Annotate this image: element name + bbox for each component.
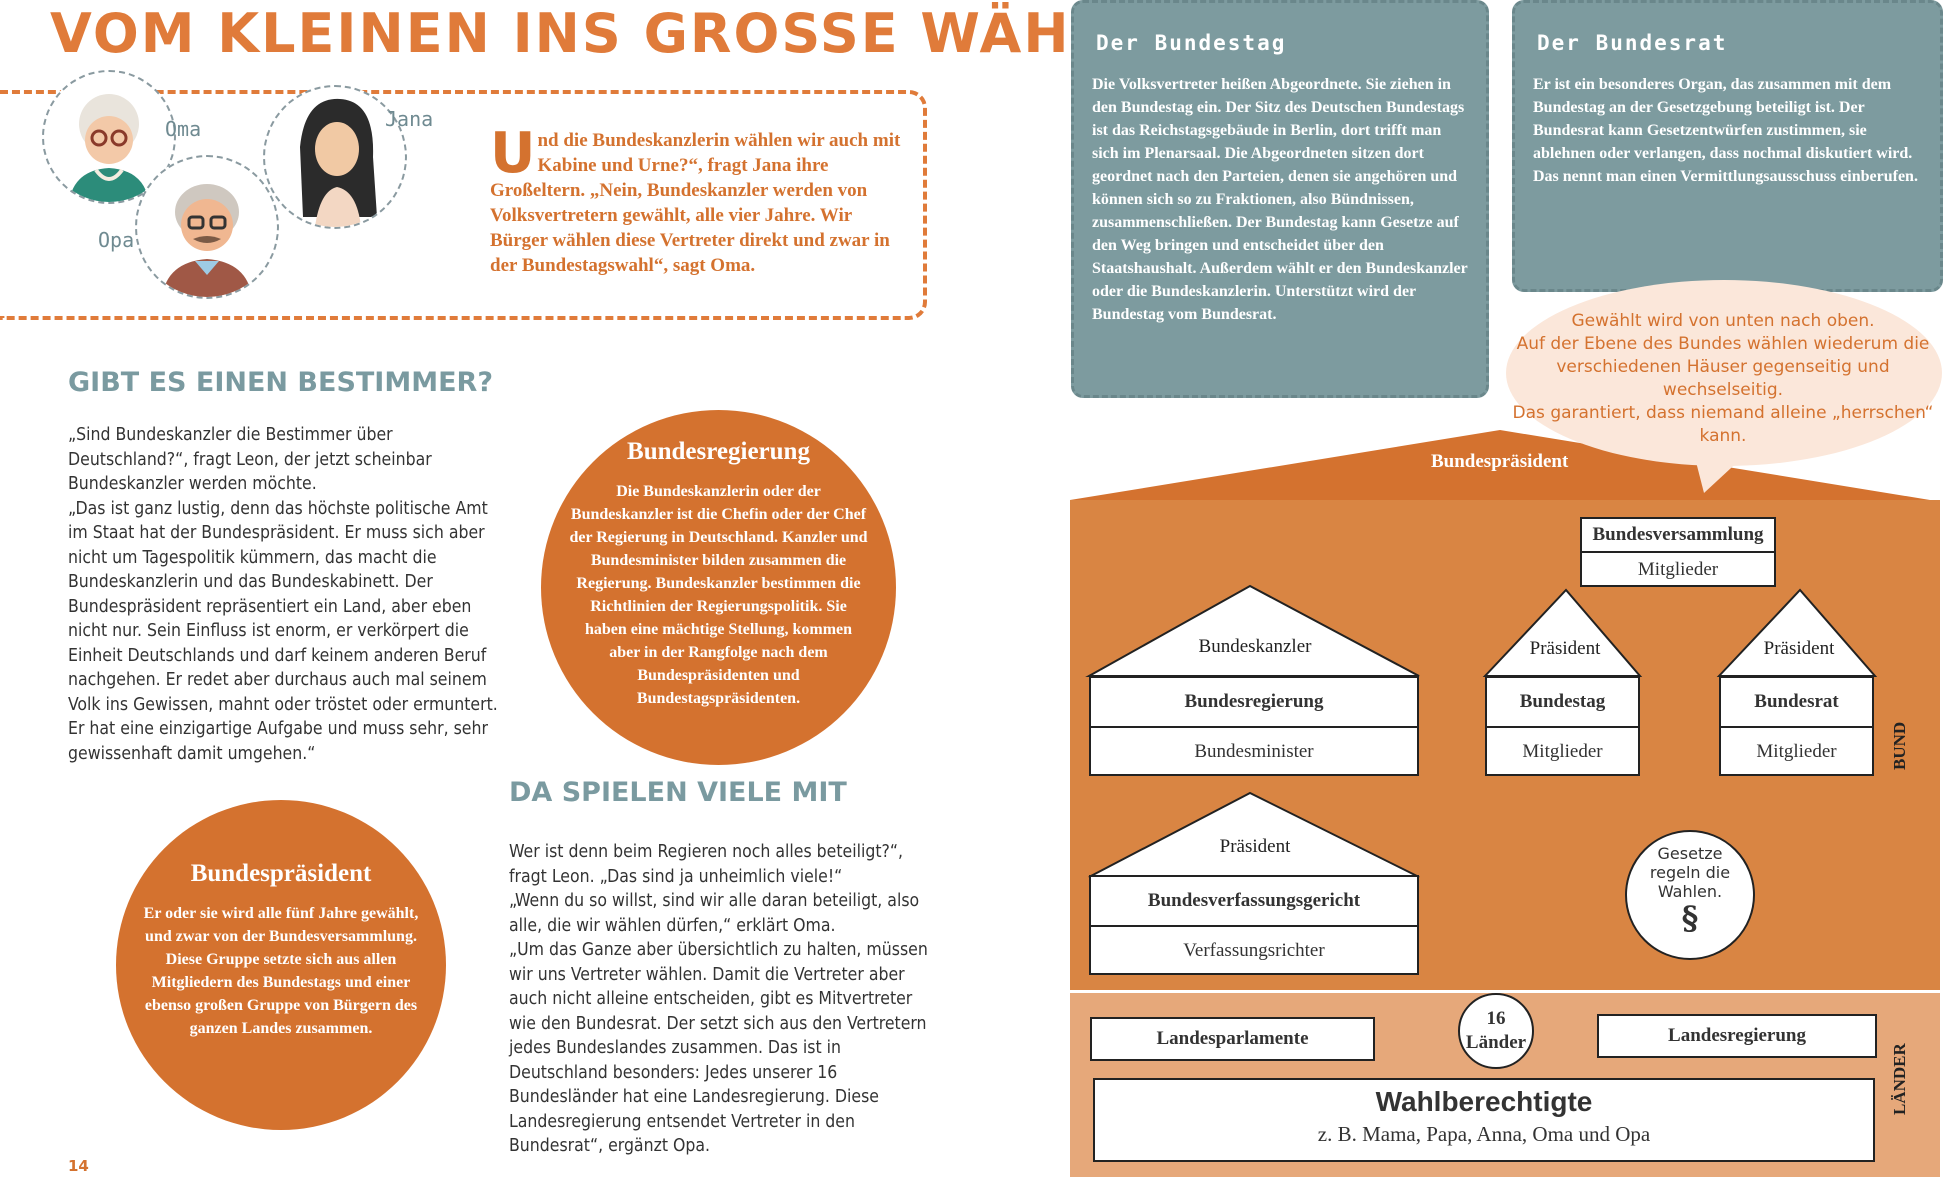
circle-regierung-text: Die Bundeskanzlerin oder der Bundeskanzl…: [569, 483, 868, 707]
opa-illustration: [162, 184, 252, 297]
bubble-text: Gewählt wird von unten nach oben. Auf de…: [1508, 310, 1938, 448]
opa-portrait: [135, 155, 279, 299]
section2-p2: „Wenn du so willst, sind wir alle daran …: [509, 891, 920, 936]
verfassungsgericht-name: Bundesverfassungsgericht: [1091, 875, 1417, 925]
opa-label: Opa: [98, 228, 135, 252]
gesetze-circle: Gesetze regeln die Wahlen. §: [1625, 830, 1755, 960]
bund-label: BUND: [1890, 721, 1909, 770]
intro-frame: [0, 90, 927, 320]
verfassungsgericht-members: Verfassungsrichter: [1091, 925, 1417, 975]
page-title: VOM KLEINEN INS GROSSE WÄHLEN: [50, 2, 1194, 65]
bundesrat-roof: [1716, 588, 1878, 677]
bundesrat-box: Der Bundesrat Er ist ein besonderes Orga…: [1512, 0, 1943, 292]
wahlberechtigte-title: Wahlberechtigte: [1375, 1086, 1593, 1117]
section2-p1: Wer ist denn beim Regieren noch alles be…: [509, 842, 904, 887]
verfassungsgericht-box: Bundesverfassungsgericht Verfassungsrich…: [1089, 875, 1419, 975]
heading-viele-mit: DA SPIELEN VIELE MIT: [509, 777, 847, 808]
bundesrat-top: Präsident: [1763, 638, 1835, 659]
bubble-line3: Das garantiert, dass niemand alleine „he…: [1512, 403, 1934, 446]
bundesregierung-box: Bundesregierung Bundesminister: [1089, 676, 1419, 776]
circle-bundespraesident: Bundespräsident Er oder sie wird alle fü…: [116, 800, 446, 1130]
bundesregierung-members: Bundesminister: [1091, 726, 1417, 776]
jana-portrait: [263, 85, 407, 229]
section2-text: Wer ist denn beim Regieren noch alles be…: [509, 840, 929, 1159]
verfassung-top: Präsident: [1219, 836, 1291, 857]
bundestag-name: Bundestag: [1487, 676, 1638, 726]
intro-paragraph: nd die Bundeskanzlerin wählen wir auch m…: [490, 130, 901, 276]
section1-text: „Sind Bundeskanzler die Bestimmer über D…: [68, 423, 508, 766]
laender-count-circle: 16 Länder: [1458, 993, 1534, 1069]
wahlberechtigte-box: Wahlberechtigte z. B. Mama, Papa, Anna, …: [1093, 1078, 1875, 1162]
bundesrat-house: Bundesrat Mitglieder: [1719, 676, 1874, 776]
bundestag-top: Präsident: [1529, 638, 1601, 659]
bundestag-title: Der Bundestag: [1096, 31, 1287, 55]
laender-word: Länder: [1465, 1032, 1527, 1053]
bundesregierung-name: Bundesregierung: [1091, 676, 1417, 726]
circle-praesident-text: Er oder sie wird alle fünf Jahre gewählt…: [143, 905, 419, 1037]
landesregierung-box: Landesregierung: [1597, 1014, 1877, 1058]
jana-illustration: [300, 98, 377, 227]
circle-regierung-title: Bundesregierung: [627, 438, 810, 465]
roof-label: Bundespräsident: [1431, 451, 1569, 472]
jana-label: Jana: [385, 107, 434, 131]
page-number: 14: [68, 1157, 89, 1175]
section1-p1: „Sind Bundeskanzler die Bestimmer über D…: [68, 425, 432, 494]
laender-label: LÄNDER: [1890, 1043, 1909, 1115]
paragraph-icon: §: [1681, 899, 1699, 937]
heading-bestimmer: GIBT ES EINEN BESTIMMER?: [68, 367, 493, 398]
oma-illustration: [69, 94, 149, 202]
verfassung-roof: [1088, 791, 1420, 878]
regierung-roof: [1085, 584, 1420, 677]
bubble-shape: [1506, 280, 1942, 493]
wahlberechtigte-sub: z. B. Mama, Papa, Anna, Oma und Opa: [1317, 1122, 1651, 1146]
bundesrat-name: Bundesrat: [1721, 676, 1872, 726]
bundestag-members: Mitglieder: [1487, 726, 1638, 776]
landesparlamente-box: Landesparlamente: [1090, 1017, 1375, 1061]
verfassung-roof-svg: [1088, 791, 1420, 878]
bundestag-house: Bundestag Mitglieder: [1485, 676, 1640, 776]
bundesversammlung-box: Bundesversammlung Mitglieder: [1580, 517, 1776, 587]
circle-praesident-title: Bundespräsident: [190, 860, 372, 887]
bundesversammlung-name: Bundesversammlung: [1592, 524, 1764, 545]
laender-count: 16: [1486, 1008, 1506, 1029]
bundesrat-text: Er ist ein besonderes Organ, das zusamme…: [1533, 76, 1918, 185]
section1-p2: „Das ist ganz lustig, denn das höchste p…: [68, 498, 498, 764]
bundesversammlung-members: Mitglieder: [1582, 551, 1774, 587]
circle-bundesregierung: Bundesregierung Die Bundeskanzlerin oder…: [541, 410, 896, 765]
section2-p3: „Um das Ganze aber übersichtlich zu halt…: [509, 940, 928, 1156]
bundesrat-title: Der Bundesrat: [1537, 31, 1728, 55]
bundestag-text: Die Volksvertreter heißen Abgeordnete. S…: [1092, 76, 1468, 323]
bundestag-box: Der Bundestag Die Volksvertreter heißen …: [1071, 0, 1489, 398]
bundesrat-members: Mitglieder: [1721, 726, 1872, 776]
bundestag-roof: [1482, 588, 1643, 677]
house-roofs: [1085, 584, 1878, 677]
bubble-line1: Gewählt wird von unten nach oben.: [1571, 311, 1875, 331]
gesetze-text: Gesetze regeln die Wahlen.: [1649, 844, 1731, 901]
oma-label: Oma: [165, 117, 202, 141]
bubble-line2: Auf der Ebene des Bundes wählen wiederum…: [1516, 334, 1930, 400]
regierung-top: Bundeskanzler: [1198, 636, 1312, 657]
intro-dropcap: U: [490, 121, 536, 186]
